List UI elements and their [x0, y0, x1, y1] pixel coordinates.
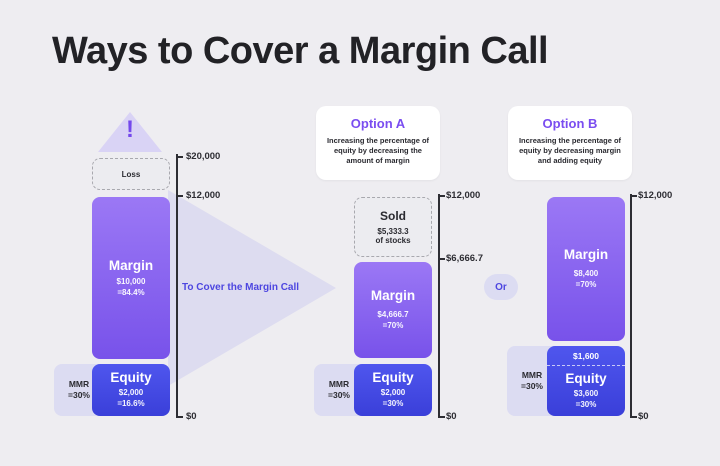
option-a-title: Option A: [350, 116, 406, 131]
axis-label-top: $20,000: [186, 151, 221, 162]
option-b-equity-block: $1,600 Equity $3,600 =30%: [547, 346, 625, 416]
axis-label-bottom: $0: [638, 411, 649, 422]
option-b-axis: [630, 194, 632, 418]
or-label: Or: [495, 281, 507, 293]
sold-amount: $5,333.3: [377, 227, 409, 236]
margin-percent: =70%: [575, 280, 597, 290]
sold-title: Sold: [380, 209, 406, 223]
mmr-label: MMR: [328, 378, 350, 389]
margin-percent: =70%: [382, 321, 404, 331]
loss-label: Loss: [121, 169, 141, 179]
equity-amount: $2,000: [380, 388, 406, 398]
arrow-caption: To Cover the Margin Call: [182, 282, 300, 293]
option-a-description: Increasing the percentage of equity by d…: [326, 136, 430, 165]
equity-amount: $2,000: [118, 388, 144, 398]
axis-tick: [438, 195, 445, 197]
or-badge: Or: [484, 274, 518, 300]
transition-arrow: [168, 190, 336, 386]
mmr-label: MMR: [521, 369, 543, 380]
equity-percent: =16.6%: [117, 399, 145, 409]
sold-box: Sold $5,333.3 of stocks: [354, 197, 432, 257]
initial-margin-block: Margin $10,000 =84.4%: [92, 197, 170, 359]
axis-tick: [630, 195, 637, 197]
option-b-title: Option B: [542, 116, 598, 131]
equity-amount: $3,600: [573, 389, 599, 399]
margin-title: Margin: [108, 257, 154, 273]
option-a-equity-block: Equity $2,000 =30%: [354, 364, 432, 416]
axis-label-top: $12,000: [446, 190, 481, 201]
equity-title: Equity: [372, 370, 414, 386]
added-equity-amount: $1,600: [573, 351, 599, 361]
option-a-card: Option A Increasing the percentage of eq…: [316, 106, 440, 180]
axis-label-top: $12,000: [638, 190, 673, 201]
equity-percent: =30%: [382, 399, 404, 409]
mmr-value: =30%: [521, 381, 543, 391]
axis-tick: [438, 416, 445, 418]
loss-box: Loss: [92, 158, 170, 190]
initial-equity-block: Equity $2,000 =16.6%: [92, 364, 170, 416]
margin-amount: $10,000: [116, 276, 146, 286]
axis-tick: [438, 258, 445, 260]
equity-title: Equity: [565, 371, 607, 386]
axis-label-mid: $6,666.7: [446, 253, 483, 264]
axis-tick: [176, 195, 183, 197]
axis-label-bottom: $0: [186, 411, 197, 422]
axis-tick: [630, 416, 637, 418]
axis-tick: [176, 156, 183, 158]
exclamation-icon: !: [126, 116, 134, 143]
option-a-margin-block: Margin $4,666.7 =70%: [354, 262, 432, 358]
option-b-card: Option B Increasing the percentage of eq…: [508, 106, 632, 180]
axis-tick: [176, 416, 183, 418]
margin-amount: $8,400: [573, 269, 599, 279]
mmr-value: =30%: [328, 390, 350, 400]
option-b-margin-block: Margin $8,400 =70%: [547, 197, 625, 341]
option-a-axis: [438, 194, 440, 418]
sold-note: of stocks: [375, 236, 411, 245]
page-title: Ways to Cover a Margin Call: [52, 30, 549, 72]
margin-amount: $4,666.7: [377, 310, 409, 320]
option-b-description: Increasing the percentage of equity by d…: [518, 136, 622, 165]
equity-percent: =30%: [575, 399, 597, 409]
margin-percent: =84.4%: [117, 287, 145, 297]
margin-title: Margin: [563, 247, 609, 263]
initial-axis: [176, 154, 178, 418]
added-equity-divider: [547, 365, 625, 366]
axis-label-bottom: $0: [446, 411, 457, 422]
axis-label-mid: $12,000: [186, 190, 221, 201]
alert-triangle: [98, 112, 162, 152]
margin-title: Margin: [370, 288, 416, 304]
mmr-value: =30%: [68, 390, 90, 400]
mmr-label: MMR: [68, 378, 90, 389]
equity-title: Equity: [110, 370, 152, 386]
